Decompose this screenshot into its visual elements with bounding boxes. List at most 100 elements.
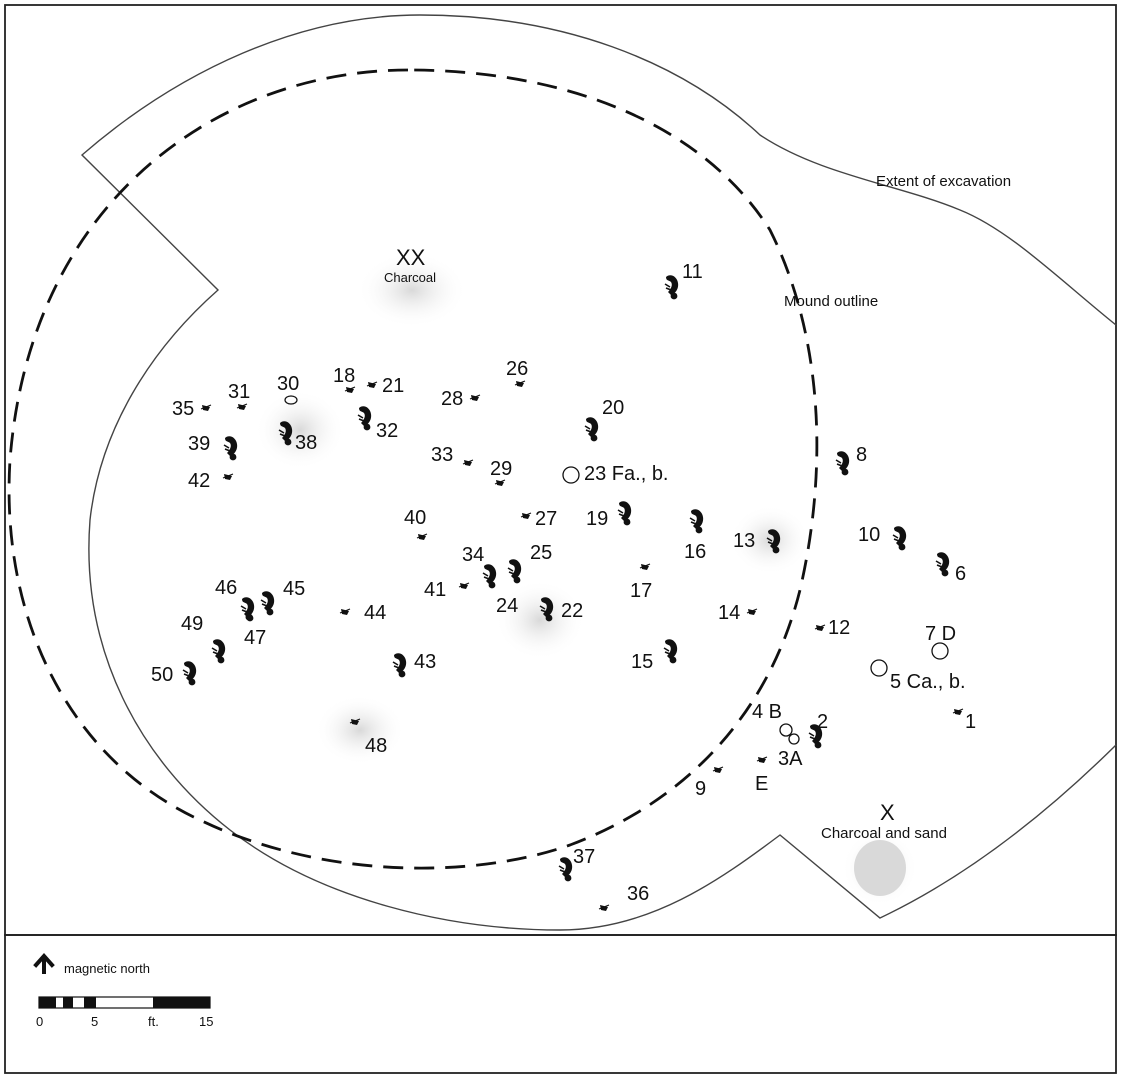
label-5: 5 Ca., b. xyxy=(890,671,966,693)
burial-9 xyxy=(712,766,724,774)
label-49: 49 xyxy=(181,613,203,635)
label-9: 9 xyxy=(695,778,706,800)
burial-25 xyxy=(507,558,522,585)
burial-45 xyxy=(260,590,275,617)
charcoal-sand-label: Charcoal and sand xyxy=(821,825,947,842)
label-4b: 4 B xyxy=(752,701,782,723)
burial-21 xyxy=(366,381,378,389)
feature-halo xyxy=(255,390,345,470)
label-7: 7 D xyxy=(925,623,956,645)
burial-40 xyxy=(416,533,428,541)
burial-36 xyxy=(598,904,610,912)
burial-50 xyxy=(182,660,197,687)
burial-17 xyxy=(639,563,651,571)
charcoal-sand-stipple xyxy=(854,840,906,896)
burial-6 xyxy=(935,551,950,578)
label-25: 25 xyxy=(530,542,552,564)
burial-12 xyxy=(814,624,826,632)
legend-frame xyxy=(4,934,1117,1074)
burial-29 xyxy=(494,479,506,487)
burial-49 xyxy=(211,638,226,665)
label-3a: 3A xyxy=(778,748,803,770)
burial-19 xyxy=(617,500,632,527)
burial-44 xyxy=(339,608,351,616)
label-34: 34 xyxy=(462,544,484,566)
burial-18 xyxy=(344,386,356,394)
label-43: 43 xyxy=(414,651,436,673)
label-48: 48 xyxy=(365,735,387,757)
feature-23-circle xyxy=(562,466,580,484)
label-22: 22 xyxy=(561,600,583,622)
burial-14 xyxy=(746,608,758,616)
scale-tick-0: 0 xyxy=(36,1014,43,1029)
scale-bar xyxy=(38,996,211,1009)
burial-26 xyxy=(514,380,526,388)
burial-10 xyxy=(892,525,907,552)
excavation-extent-line xyxy=(80,14,1117,931)
feature-halo xyxy=(495,580,585,660)
feature-labels: 1 2 3A 4 B 5 Ca., b. 6 7 D 8 9 10 11 12 … xyxy=(151,261,976,905)
burial-34 xyxy=(482,563,497,590)
label-47: 47 xyxy=(244,627,266,649)
burial-symbols xyxy=(182,274,964,912)
mound-outline-label: Mound outline xyxy=(784,293,878,310)
burial-43 xyxy=(392,652,407,679)
burial-20 xyxy=(584,416,599,443)
burial-42 xyxy=(222,473,234,481)
label-50: 50 xyxy=(151,664,173,686)
excavation-extent-label: Extent of excavation xyxy=(876,173,1011,190)
label-8: 8 xyxy=(856,444,867,466)
map-frame xyxy=(4,4,1117,936)
charcoal-x-mark: X xyxy=(880,800,895,825)
burial-11 xyxy=(664,274,679,301)
burial-8 xyxy=(835,450,850,477)
burial-27 xyxy=(520,512,532,520)
label-41: 41 xyxy=(424,579,446,601)
label-6: 6 xyxy=(955,563,966,585)
label-17: 17 xyxy=(630,580,652,602)
label-23: 23 Fa., b. xyxy=(584,463,669,485)
burial-37 xyxy=(558,856,573,883)
scale-tick-15: 15 xyxy=(199,1014,213,1029)
label-27: 27 xyxy=(535,508,557,530)
label-e: E xyxy=(755,773,768,795)
burial-32 xyxy=(357,405,372,432)
burial-28 xyxy=(469,394,481,402)
label-31: 31 xyxy=(228,381,250,403)
label-33: 33 xyxy=(431,444,453,466)
label-13: 13 xyxy=(733,530,755,552)
label-29: 29 xyxy=(490,458,512,480)
label-30: 30 xyxy=(277,373,299,395)
label-26: 26 xyxy=(506,358,528,380)
label-11: 11 xyxy=(682,261,703,283)
label-2: 2 xyxy=(817,711,828,733)
north-label: magnetic north xyxy=(64,961,150,976)
burial-e xyxy=(756,756,768,764)
scale-unit: ft. xyxy=(148,1014,159,1029)
feature-4b-circle xyxy=(779,723,793,737)
burial-1 xyxy=(952,708,964,716)
feature-halo xyxy=(315,695,405,765)
burial-31 xyxy=(236,403,248,411)
label-14: 14 xyxy=(718,602,740,624)
burial-47 xyxy=(245,613,253,621)
charcoal-area-xx xyxy=(357,252,467,328)
charcoal-xx-mark: XX xyxy=(396,245,426,270)
label-42: 42 xyxy=(188,470,210,492)
label-21: 21 xyxy=(382,375,404,397)
label-20: 20 xyxy=(602,397,624,419)
burial-39 xyxy=(223,435,238,462)
label-45: 45 xyxy=(283,578,305,600)
label-40: 40 xyxy=(404,507,426,529)
burial-16 xyxy=(689,508,704,535)
feature-7-circle xyxy=(931,642,949,660)
north-arrow-icon xyxy=(33,952,55,974)
burial-30 xyxy=(284,395,298,405)
feature-3a-circle xyxy=(788,733,800,745)
label-12: 12 xyxy=(828,617,850,639)
feature-5-circle xyxy=(870,659,888,677)
label-19: 19 xyxy=(586,508,608,530)
label-46: 46 xyxy=(215,577,237,599)
mound-outline xyxy=(7,68,819,870)
